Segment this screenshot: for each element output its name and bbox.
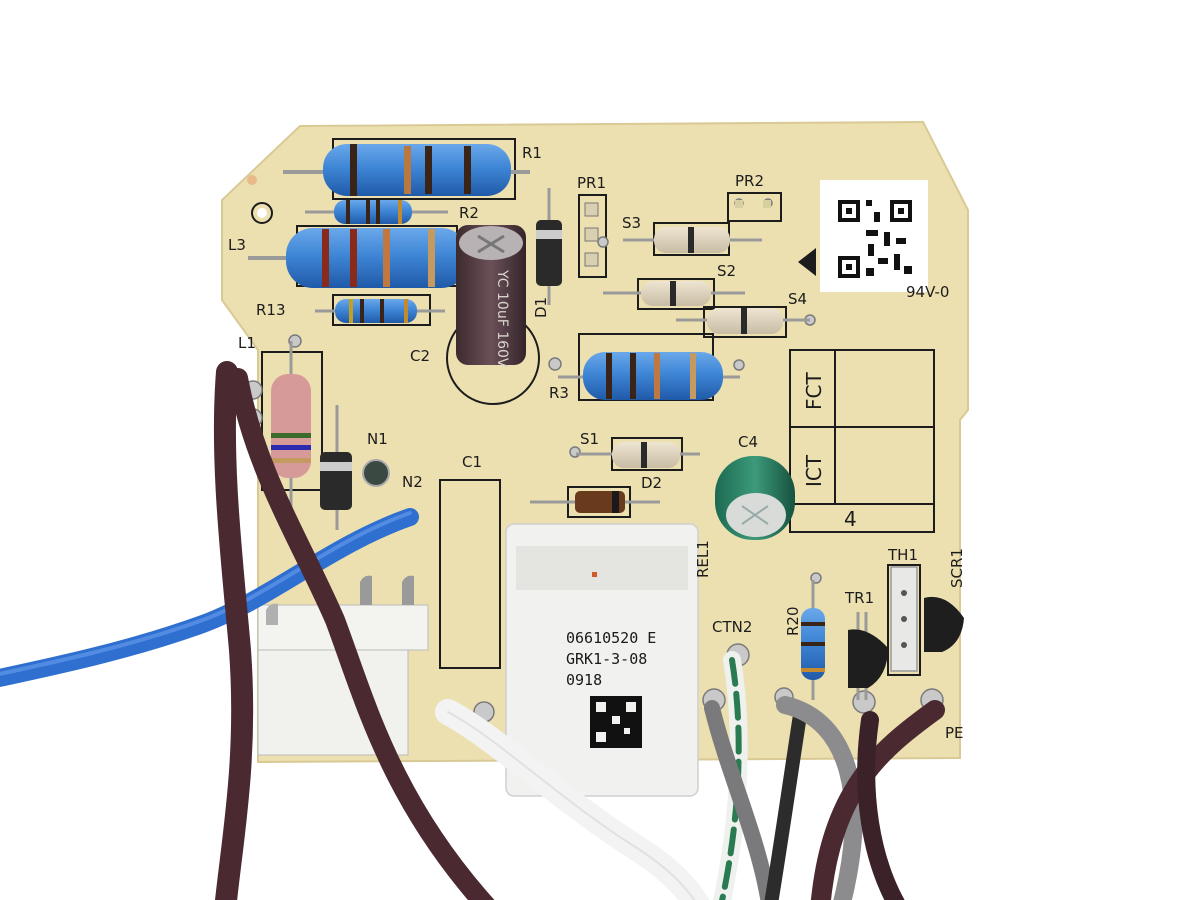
qr-sticker [820, 180, 928, 292]
relay-rel1: 06610520 E GRK1-3-08 0918 [505, 523, 699, 797]
wire-gray-1 [704, 700, 777, 900]
label-pr1: PR1 [577, 174, 606, 192]
label-r2: R2 [459, 204, 479, 222]
wire-blue [0, 508, 419, 688]
label-th1: TH1 [887, 546, 918, 564]
diode-d2 [530, 491, 660, 513]
wire-brown-right-2 [857, 711, 905, 900]
wire-gray-2 [776, 696, 863, 900]
resistor-r2 [305, 200, 448, 224]
orange-mark [247, 175, 257, 185]
label-s4: S4 [788, 290, 807, 308]
mounting-hole [251, 202, 273, 224]
ul-mark [798, 248, 816, 276]
label-fct: FCT [802, 372, 826, 410]
label-c1: C1 [462, 453, 482, 471]
wire-brown-left [213, 361, 254, 900]
label-rel1: REL1 [694, 540, 712, 578]
label-scr1: SCR1 [948, 548, 966, 588]
label-tr1: TR1 [844, 589, 874, 607]
th1-header [890, 566, 918, 672]
resistor-r20 [801, 580, 825, 700]
label-ict: ICT [802, 454, 826, 487]
wire-brown-second [228, 368, 495, 900]
resistor-s1 [576, 442, 700, 468]
resistor-r3 [558, 352, 740, 400]
relay-line2: GRK1-3-08 [566, 650, 647, 668]
resistor-r1 [283, 144, 530, 196]
label-n1: N1 [367, 430, 388, 448]
label-s3: S3 [622, 214, 641, 232]
relay-line1: 06610520 E [566, 629, 656, 647]
label-rating: 94V-0 [906, 283, 949, 301]
inductor-l3 [248, 228, 475, 288]
label-s1: S1 [580, 430, 599, 448]
label-n2: N2 [402, 473, 423, 491]
label-c2: C2 [410, 347, 430, 365]
label-pe: PE [945, 724, 964, 742]
resistor-s4 [676, 308, 810, 334]
label-d2: D2 [641, 474, 662, 492]
label-l3: L3 [228, 236, 246, 254]
diode-l1 [320, 405, 352, 530]
relay-line3: 0918 [566, 671, 602, 689]
label-l1: L1 [238, 334, 256, 352]
resistor-l1-pink [271, 341, 311, 510]
n1-pad [362, 459, 390, 487]
label-box-num: 4 [844, 507, 857, 531]
wires [0, 361, 945, 900]
pr1-header [584, 202, 599, 267]
label-ctn2: CTN2 [712, 618, 752, 636]
label-r3: R3 [549, 384, 569, 402]
label-c4: C4 [738, 433, 758, 451]
label-s2: S2 [717, 262, 736, 280]
capacitor-c4 [715, 456, 795, 540]
transistor-scr1 [924, 596, 964, 652]
silkscreen-labels: R1 R2 L3 R13 C2 D1 PR1 PR2 S3 S2 S4 R3 S… [228, 144, 966, 742]
label-r20: R20 [784, 606, 802, 636]
label-r13: R13 [256, 301, 286, 319]
resistor-r13 [315, 299, 445, 323]
wire-dark-1 [764, 708, 807, 900]
label-pr2: PR2 [735, 172, 764, 190]
diode-d1 [536, 188, 562, 305]
label-d1: D1 [532, 297, 550, 318]
transistor-tr1 [848, 612, 888, 700]
c2-marking: YC 10uF 160V [494, 269, 510, 368]
capacitor-c2: YC 10uF 160V [456, 225, 526, 368]
resistor-s3 [623, 227, 762, 253]
resistor-s2 [603, 281, 745, 306]
label-r1: R1 [522, 144, 542, 162]
